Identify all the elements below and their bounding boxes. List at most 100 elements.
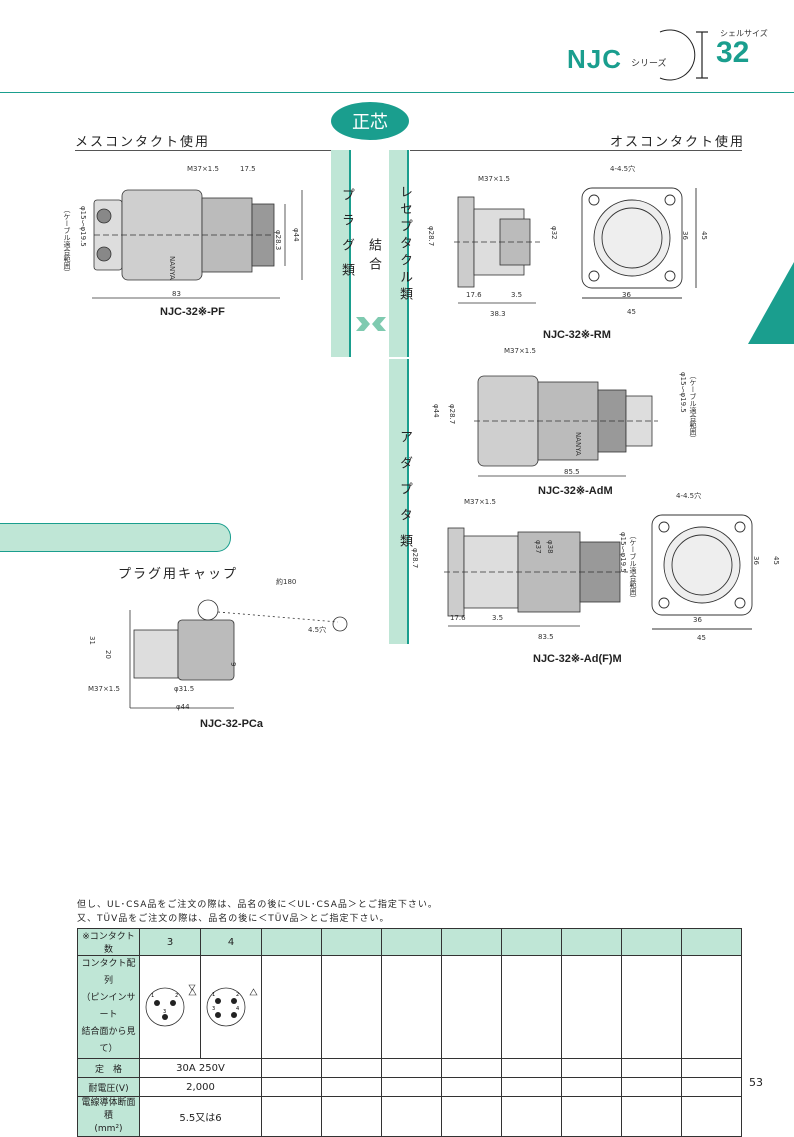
rm-receptacle-drawing [454,196,540,304]
spec-empty [441,1058,502,1078]
adfm-dim-phi-38: φ38 [546,540,554,554]
corner-triangle-decoration [748,262,794,344]
header-arc-decoration [659,29,708,81]
spec-label-wire-line1: 電線導体断面積 [81,1098,136,1121]
spec-empty [321,1077,382,1097]
spec-row-contacts: ※コンタクト数 3 4 [77,928,742,956]
spec-empty [501,1096,562,1137]
pca-dim-phi-31-5: φ31.5 [174,685,195,693]
spec-empty [681,1096,742,1137]
spec-empty [681,1058,742,1078]
spec-empty [261,955,322,1059]
adm-dim-85-5: 85.5 [564,468,580,476]
pca-dim-31: 31 [88,636,96,645]
spec-empty [321,955,382,1059]
spec-empty [621,1096,682,1137]
rm-dim-45-v: 45 [700,231,708,240]
spec-wire-value: 5.5又は6 [139,1096,262,1137]
rm-flange-front-view [581,187,697,299]
correct-core-badge: 正芯 [331,102,409,140]
spec-contacts-3: 3 [139,928,201,956]
rm-dim-phi-32: φ32 [550,226,558,240]
spec-label-wire: 電線導体断面積 (mm²) [77,1096,140,1137]
spec-label-layout-line2: （ピンインサート [81,993,136,1020]
adfm-dim-36-h: 36 [693,616,702,624]
adfm-dim-36-v: 36 [752,556,760,565]
adapter-band-label: アダプタ類 [391,430,412,570]
spec-empty [321,1058,382,1078]
pf-dim-phi-44: φ44 [292,228,300,242]
adfm-adapter-drawing [444,527,628,627]
male-contact-title: オスコンタクト使用 [610,135,746,150]
pin-4-2: 2 [236,992,239,998]
pca-dim-chain-length: 約180 [276,578,297,586]
spec-empty [381,1077,442,1097]
rm-dim-36-v: 36 [681,231,689,240]
spec-empty [561,1096,622,1137]
spec-empty [621,928,682,956]
pin-4-3: 3 [212,1006,215,1012]
adfm-dim-cable-range-label: （ケーブル適合範囲） [629,532,637,602]
spec-empty [381,955,442,1059]
pin-4-4: 4 [236,1006,239,1012]
rm-dim-3-5: 3.5 [511,291,523,299]
plug-cap-title: プラグ用キャップ [118,567,239,582]
pf-plug-drawing [92,189,303,299]
adm-dim-cable-range-label: （ケーブル適合範囲） [689,372,697,442]
section-divider-bar [0,523,231,552]
spec-empty [621,1077,682,1097]
spec-label-layout: コンタクト配列 （ピンインサート 結合面から見て） [77,955,140,1059]
spec-empty [501,1077,562,1097]
spec-empty [441,928,502,956]
pf-dim-cable-range: φ15～φ19.5 [79,206,87,247]
receptacle-band-text: レセプタクル類 [397,185,412,304]
pf-model-name: NJC-32※-PF [160,306,225,318]
spec-empty [501,955,562,1059]
adfm-dim-45-v: 45 [772,556,780,565]
plug-band-text: プラグ類 [339,188,354,288]
spec-label-wire-line2: (mm²) [94,1124,123,1134]
page-number: 53 [749,1076,763,1089]
spec-empty [621,955,682,1059]
pin-3-2: 2 [175,993,178,999]
spec-row-voltage: 耐電圧(V) 2,000 [77,1077,742,1097]
spec-empty [441,1096,502,1137]
spec-empty [561,955,622,1059]
pca-model-name: NJC-32-PCa [200,718,263,730]
spec-rating-value: 30A 250V [139,1058,262,1078]
spec-empty [261,1077,322,1097]
spec-empty [381,1058,442,1078]
series-suffix: シリーズ [631,59,667,69]
adfm-dim-cable-range: φ15～φ19.5 [619,532,627,573]
spec-empty [381,1096,442,1137]
spec-row-rating: 定 格 30A 250V [77,1058,742,1078]
pf-dim-cable-range-label: （ケーブル適合範囲） [63,206,71,276]
adfm-dim-45-h: 45 [697,634,706,642]
spec-empty [561,1058,622,1078]
rm-dim-36-h: 36 [622,291,631,299]
spec-empty [501,1058,562,1078]
adfm-dim-thread: M37×1.5 [464,498,496,506]
shell-size-label: シェルサイズ [720,29,768,38]
pca-cap-drawing [129,599,348,709]
adm-adapter-drawing [474,375,658,477]
note-ul-csa: 但し、UL･CSA品をご注文の際は、品名の後に＜UL･CSA品＞とご指定下さい。 [77,900,438,910]
pin-3-3: 3 [163,1009,166,1015]
spec-empty [441,955,502,1059]
rm-dim-38-3: 38.3 [490,310,506,318]
adfm-dim-holes: 4-4.5穴 [676,492,702,500]
spec-label-contacts: ※コンタクト数 [77,928,140,956]
spec-layout-3: 1 2 3 [139,955,201,1059]
spec-empty [681,928,742,956]
couple-label: 結合 [360,238,381,286]
pin-3-1: 1 [151,993,154,999]
spec-layout-4: 1 2 3 4 [200,955,262,1059]
pin-layout-3-icon: 1 2 3 [145,984,197,1026]
rm-model-name: NJC-32※-RM [543,329,611,341]
adm-model-name: NJC-32※-AdM [538,485,613,497]
rm-dim-phi-28-7: φ28.7 [427,226,435,247]
spec-empty [321,928,382,956]
pca-dim-hole: 4.5穴 [308,626,327,634]
adapter-band [389,359,409,644]
pf-dim-17-5: 17.5 [240,165,256,173]
